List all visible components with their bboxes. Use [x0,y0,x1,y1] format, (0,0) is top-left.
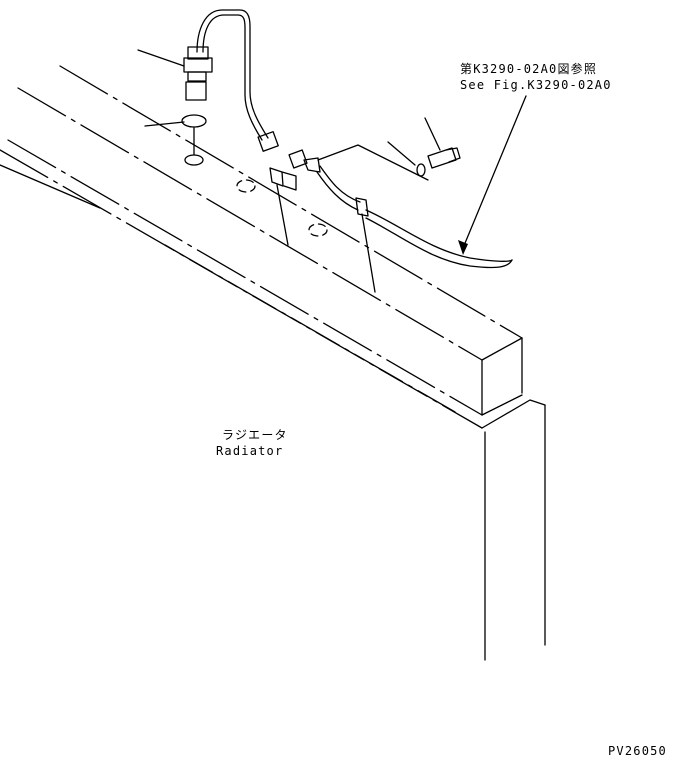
reference-label-jp: 第K3290-02A0図参照 [460,62,598,76]
mounting-holes [236,179,328,237]
sensor-assembly [183,9,279,152]
wire-harness [316,144,513,269]
gasket [181,114,207,166]
drawing-number: PV26050 [608,744,667,758]
radiator-side-frame [481,399,546,661]
connector [288,149,321,173]
reference-arrow [458,95,527,255]
leader-lines [137,49,441,166]
clip-1 [269,167,297,246]
reference-label-en: See Fig.K3290-02A0 [460,78,612,92]
clip-2 [355,197,376,293]
radiator-label-en: Radiator [216,444,284,458]
radiator-label-jp: ラジエータ [222,428,288,442]
radiator-top-beam [0,65,523,429]
bolt-washer [416,147,461,177]
